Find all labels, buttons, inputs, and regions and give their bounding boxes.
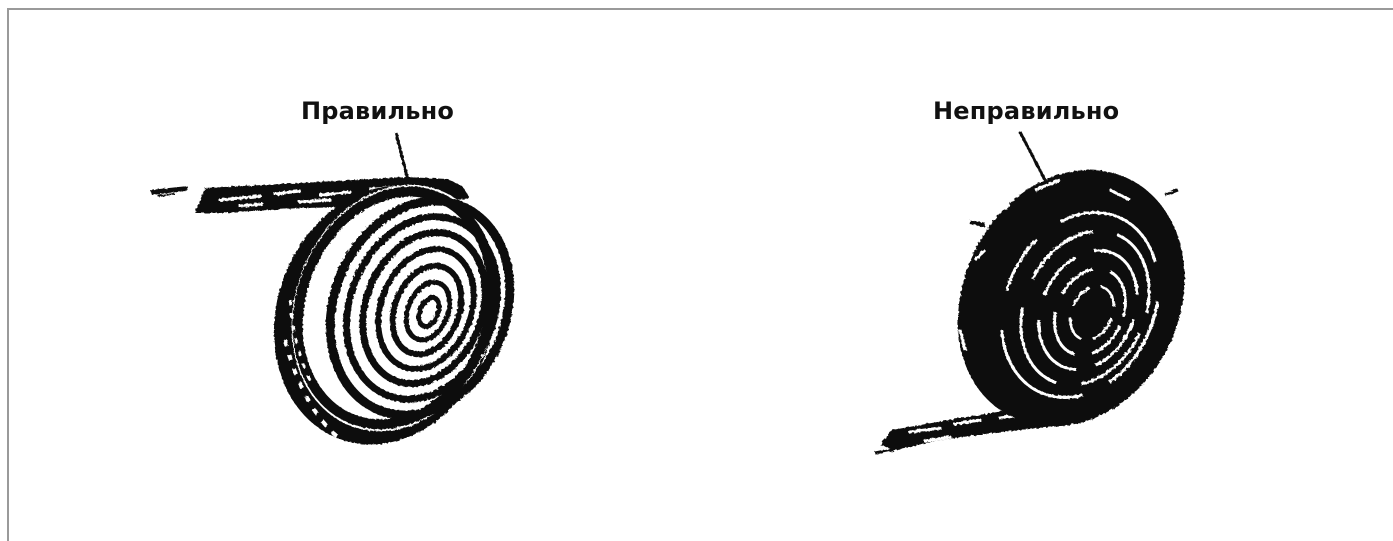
incorrect-roll-face [918, 141, 1211, 459]
correct-roll [150, 133, 541, 476]
correct-pointer-line [396, 133, 408, 180]
incorrect-roll [875, 132, 1226, 463]
incorrect-pointer-line [1020, 132, 1045, 180]
